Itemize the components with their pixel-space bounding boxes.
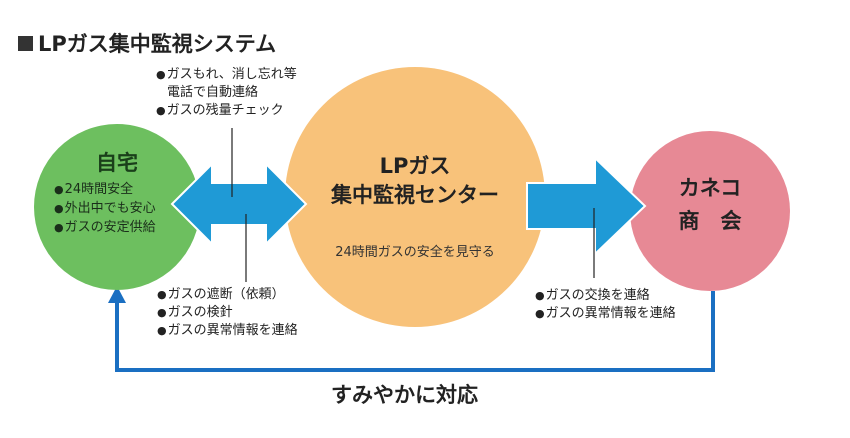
note-item-continued: 電話で自動連絡 [167,85,259,100]
note-item: ガスの交換を連絡 [535,287,676,305]
note-item: ガスの異常情報を連絡 [535,305,676,323]
response-loop-arrowhead-icon [108,286,126,303]
square-bullet-icon [18,35,33,51]
note-item: ガスもれ、消し忘れ等 [156,66,297,84]
response-loop-line [115,291,715,372]
center-subtitle: 24時間ガスの安全を見守る [335,245,495,260]
home-bullet-item: ガスの安定供給 [54,218,156,237]
loop-label: すみやかに対応 [331,383,478,407]
company-title-line2: 商 会 [678,209,742,233]
note-item: ガスの異常情報を連絡 [157,322,298,340]
center-title: LPガス 集中監視センター [300,152,530,210]
home-bullet-list: 24時間安全 外出中でも安心 ガスの安定供給 [54,180,156,237]
company-title-line1: カネコ [678,176,742,200]
note-item: ガスの遮断（依頼） [157,286,298,304]
home-bullet-item: 外出中でも安心 [54,199,156,218]
company-title: カネコ 商 会 [655,172,765,238]
diagram-title: LPガス集中監視システム [18,28,276,58]
diagram-title-text: LPガス集中監視システム [38,32,277,56]
center-title-line2: 集中監視センター [331,183,499,207]
note-item: ガスの残量チェック [156,102,297,120]
company-circle [630,131,790,291]
top-notes: ガスもれ、消し忘れ等 電話で自動連絡 ガスの残量チェック [156,66,297,120]
right-arrow-icon [526,155,647,257]
bottom-right-notes: ガスの交換を連絡 ガスの異常情報を連絡 [535,287,676,323]
note-item: ガスの検針 [157,304,298,322]
home-title: 自宅 [96,151,138,175]
center-title-line1: LPガス [379,154,451,178]
home-bullet-item: 24時間安全 [54,180,156,199]
bottom-left-notes: ガスの遮断（依頼） ガスの検針 ガスの異常情報を連絡 [157,286,298,340]
bidirectional-arrow-icon [170,161,308,247]
center-circle [285,67,545,327]
